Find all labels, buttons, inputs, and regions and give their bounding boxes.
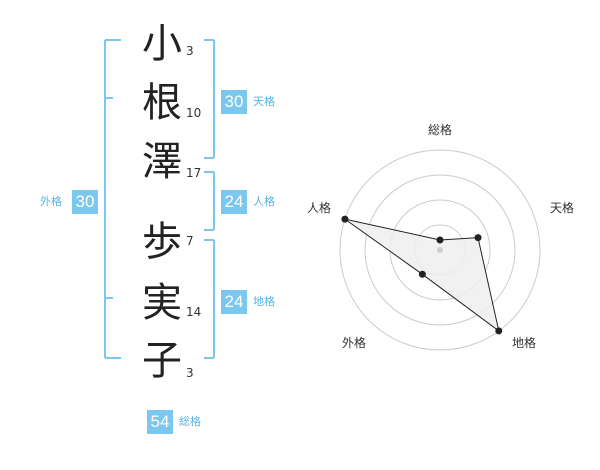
radar-axis-label-5: 人格 xyxy=(307,200,331,215)
name-char-4: 歩 xyxy=(142,219,182,265)
tenkaku-label: 天格 xyxy=(253,95,275,108)
name-char-5: 実 xyxy=(142,280,182,326)
jinkaku-score-badge: 24 xyxy=(221,190,247,214)
stroke-count-6: 3 xyxy=(186,366,194,380)
stroke-count-4: 7 xyxy=(186,234,194,248)
radar-point-5 xyxy=(341,215,349,223)
radar-axis-label-3: 地格 xyxy=(512,335,536,350)
radar-ring-3 xyxy=(364,174,516,326)
stroke-count-2: 10 xyxy=(186,106,202,120)
gaikaku-score-badge: 30 xyxy=(72,190,98,214)
tenkaku-score-badge: 30 xyxy=(221,90,247,114)
radar-axis-label-2: 天格 xyxy=(550,200,574,215)
stroke-count-3: 17 xyxy=(186,166,202,180)
radar-area xyxy=(344,218,500,333)
radar-center xyxy=(437,247,443,253)
chikaku-label: 地格 xyxy=(253,295,275,308)
radar-axis-label-4: 外格 xyxy=(342,335,366,350)
chikaku-bracket xyxy=(204,239,215,359)
radar-point-1 xyxy=(436,236,444,244)
radar-axis-label-1: 総格 xyxy=(428,122,452,137)
radar-ring-4 xyxy=(339,149,541,351)
jinkaku-label: 人格 xyxy=(253,195,275,208)
radar-point-4 xyxy=(418,270,426,278)
soukaku-label: 総格 xyxy=(179,415,201,428)
stroke-count-1: 3 xyxy=(186,44,194,58)
name-char-1: 小 xyxy=(142,21,182,67)
radar-point-2 xyxy=(474,234,482,242)
jinkaku-bracket xyxy=(204,171,215,231)
soukaku-score-badge: 54 xyxy=(147,410,173,434)
chikaku-score-badge: 24 xyxy=(221,290,247,314)
gaikaku-label: 外格 xyxy=(40,195,62,208)
name-char-2: 根 xyxy=(142,80,182,126)
name-char-3: 澤 xyxy=(142,139,182,185)
name-char-6: 子 xyxy=(142,338,182,384)
radar-point-3 xyxy=(495,327,503,335)
stroke-count-5: 14 xyxy=(186,305,202,319)
outer-bracket xyxy=(104,39,121,359)
tenkaku-bracket xyxy=(204,39,215,159)
